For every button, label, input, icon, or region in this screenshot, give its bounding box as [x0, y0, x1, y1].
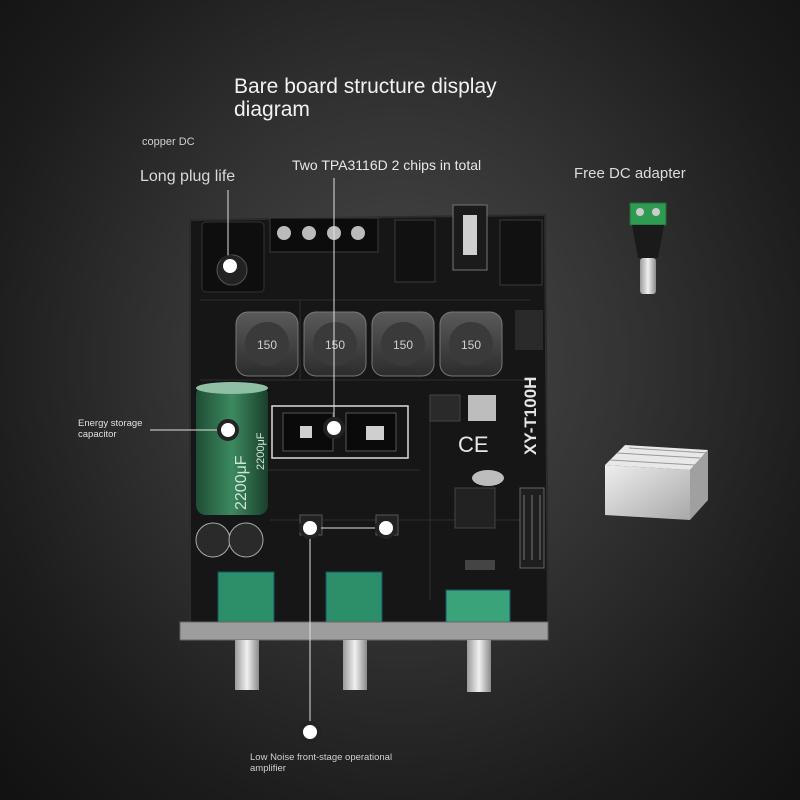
callout-dots: [217, 255, 397, 743]
chips-label: Two TPA3116D 2 chips in total: [292, 157, 482, 173]
free-dc-adapter-label: Free DC adapter: [574, 165, 686, 182]
knob: [343, 640, 367, 690]
page-title: Bare board structure display diagram: [234, 75, 497, 121]
dc-adapter-image: [629, 202, 667, 294]
knob: [467, 640, 491, 692]
screw-terminal: [269, 217, 379, 253]
inductors: [235, 311, 503, 377]
energy-storage-capacitor: [196, 382, 268, 515]
metal-bracket: [179, 621, 549, 641]
opamp-label: Low Noise front-stage operational amplif…: [250, 752, 393, 774]
ce-mark: CE: [458, 432, 489, 457]
inductor-label: 150: [393, 338, 413, 352]
copper-dc-label: copper DC: [142, 136, 195, 148]
energy-capacitor-label: Energy storage capacitor: [78, 418, 143, 440]
small-capacitor: [228, 522, 264, 558]
heatsink-image: [605, 445, 709, 520]
inductor-label: 150: [325, 338, 345, 352]
long-plug-life-label: Long plug life: [140, 168, 236, 185]
pcb-traces: [200, 299, 530, 600]
knob: [235, 640, 259, 690]
model-label: XY-T100H: [521, 377, 540, 455]
small-capacitor: [195, 522, 231, 558]
potentiometers: [217, 571, 511, 625]
capacitor-value-label: 2200μF: [255, 432, 267, 470]
audio-jack: [394, 219, 436, 283]
capacitor-value-label: 2200μF: [233, 455, 250, 510]
callout-lines: [150, 178, 386, 732]
inductor-label: 150: [257, 338, 277, 352]
inductor-label: 150: [461, 338, 481, 352]
audio-jack: [499, 219, 543, 286]
